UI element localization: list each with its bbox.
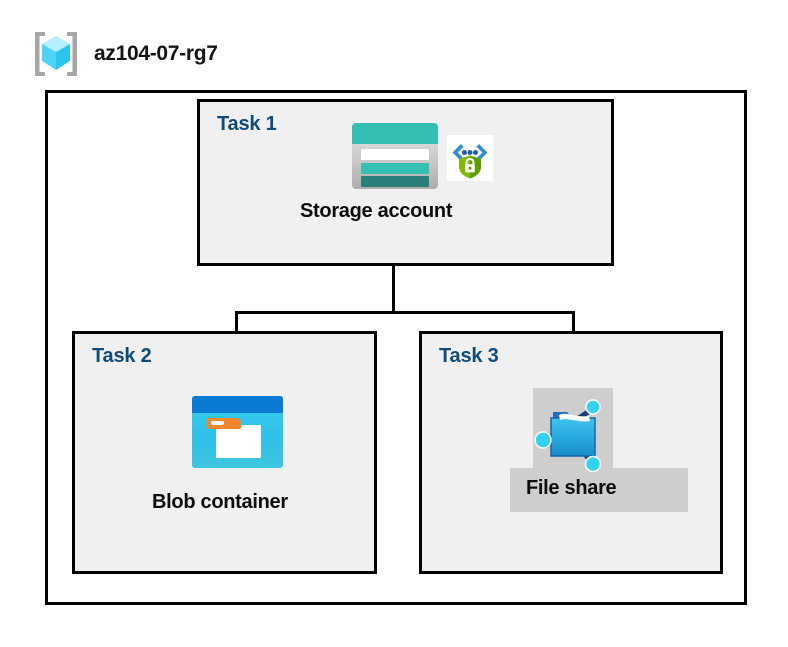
task-3-label: Task 3 <box>439 345 499 367</box>
storage-account-icon <box>352 123 438 189</box>
storage-account-caption: Storage account <box>300 200 453 222</box>
blob-container-icon <box>192 396 283 468</box>
task-1-label: Task 1 <box>217 113 277 135</box>
connector-storage-trunk <box>392 266 395 313</box>
file-share-caption: File share <box>526 477 617 499</box>
file-share-icon <box>533 388 613 476</box>
resource-group-cube-icon <box>30 28 82 80</box>
encryption-shield-icon <box>447 135 493 181</box>
connector-horizontal-bus <box>235 311 575 314</box>
resource-group-header: az104-07-rg7 <box>30 26 330 82</box>
resource-group-title: az104-07-rg7 <box>94 42 218 65</box>
task-2-box: Task 2 <box>72 331 377 574</box>
blob-container-caption: Blob container <box>152 491 288 513</box>
task-2-label: Task 2 <box>92 345 152 367</box>
file-share-label-highlight <box>510 468 688 512</box>
